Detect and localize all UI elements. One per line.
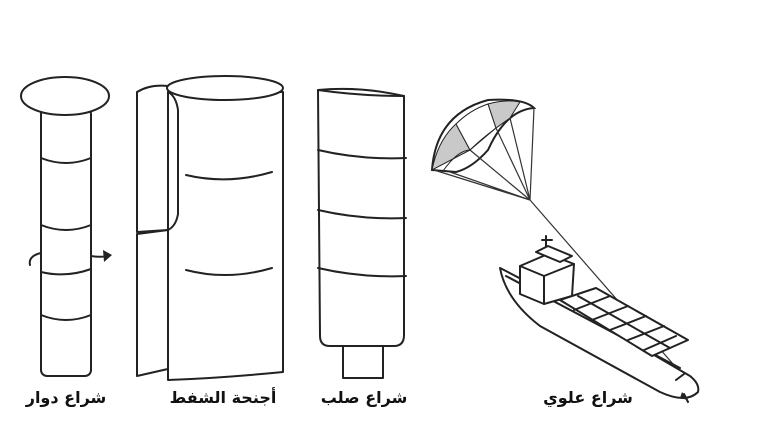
- label-kite-sail: شراع علوي: [543, 388, 633, 407]
- suction-wings-figure: [136, 75, 284, 381]
- kite-sail-figure: [430, 98, 700, 403]
- label-rotor-sail: شراع دوار: [25, 388, 107, 407]
- rotation-arrow-icon: [103, 250, 112, 262]
- rigid-sail-figure: [317, 87, 407, 379]
- anchor-icon: [680, 392, 688, 400]
- rotor-sail-figure: [20, 76, 112, 377]
- label-suction-wings: أجنحة الشفط: [169, 388, 277, 407]
- label-rigid-sail: شراع صلب: [320, 388, 408, 407]
